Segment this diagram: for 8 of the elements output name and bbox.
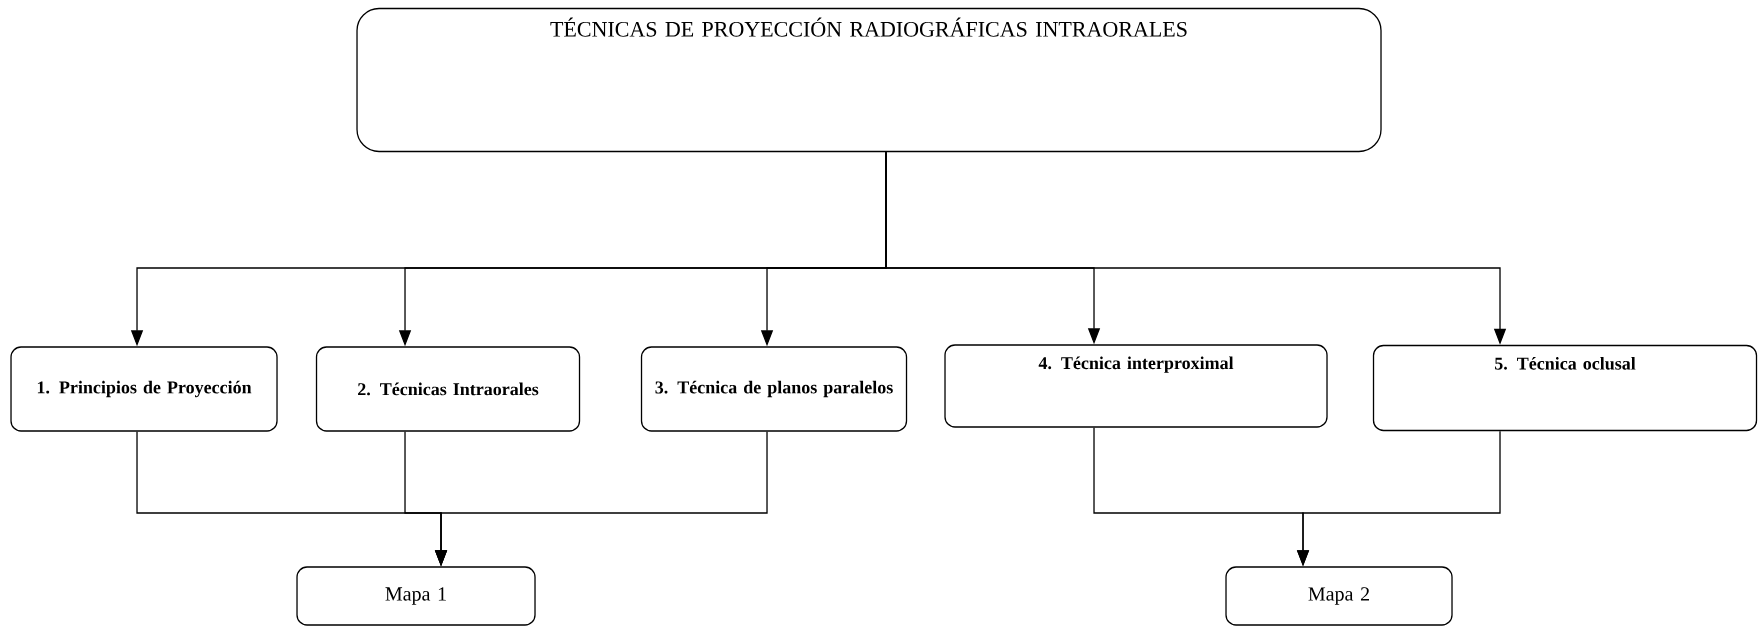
topic-box: 1. Principios de Proyección [10, 346, 278, 432]
topic-box: 2. Técnicas Intraorales [315, 346, 581, 432]
topic-box: 3. Técnica de planos paralelos [640, 346, 908, 432]
topic-box: 5. Técnica oclusal [1372, 344, 1758, 432]
title-box: TÉCNICAS DE PROYECCIÓN RADIOGRÁFICAS INTRAORALES [356, 7, 1382, 153]
topic-box: 4. Técnica interproximal [944, 344, 1328, 428]
map-box: Mapa 1 [296, 566, 536, 626]
map-box: Mapa 2 [1225, 566, 1453, 626]
